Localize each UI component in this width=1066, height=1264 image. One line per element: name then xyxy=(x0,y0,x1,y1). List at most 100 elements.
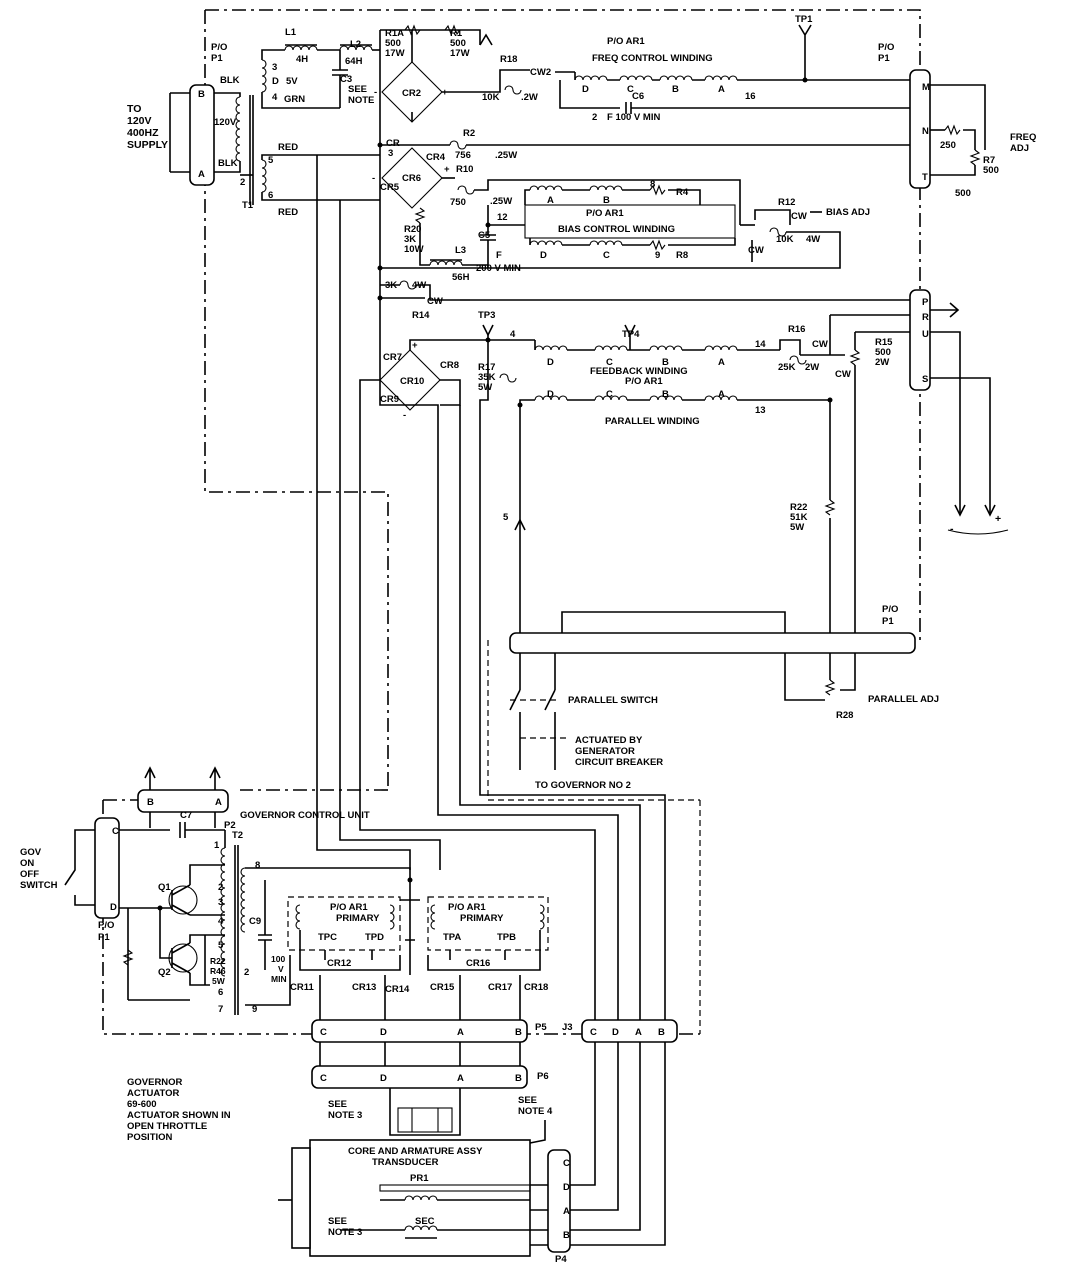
r18-label: R18 xyxy=(500,54,517,65)
r20-3: 10W xyxy=(404,244,424,255)
pw-title: PARALLEL WINDING xyxy=(605,416,700,427)
cw2-label: CW2 xyxy=(530,67,551,78)
inductors-l1-l2: L1 4H L2 64H C3 SEE NOTE xyxy=(284,27,380,108)
p4-label: P4 xyxy=(555,1254,567,1264)
cr13-label: CR13 xyxy=(352,982,376,993)
bias-8: 8 xyxy=(650,179,655,190)
t2-1: 1 xyxy=(214,840,220,851)
c5-label: C5 xyxy=(478,230,491,241)
r20-2: 3K xyxy=(404,234,416,245)
tpb-label: TPB xyxy=(497,932,516,943)
note3b-2: NOTE 3 xyxy=(328,1227,362,1238)
tpd-label: TPD xyxy=(365,932,384,943)
r16-value: 25K xyxy=(778,362,796,373)
note3a-2: NOTE 3 xyxy=(328,1110,362,1121)
c5-volt: 200 V MIN xyxy=(476,263,521,274)
cr9-minus: - xyxy=(403,410,406,421)
actuated-3: CIRCUIT BREAKER xyxy=(575,757,663,768)
p1r-1: P/O xyxy=(878,42,894,53)
c9-label: C9 xyxy=(249,916,261,927)
primary-windings: P/O AR1 PRIMARY P/O AR1 PRIMARY TPC TPD … xyxy=(287,880,549,1020)
r10-label: R10 xyxy=(456,164,473,175)
note4-2: NOTE 4 xyxy=(518,1106,553,1117)
tpc-label: TPC xyxy=(318,932,337,943)
freq-adj-2: ADJ xyxy=(1010,143,1029,154)
p5-c: C xyxy=(320,1027,327,1038)
bias-c: C xyxy=(603,250,610,261)
t1-tap-5: 5 xyxy=(268,155,274,166)
p1g-2: P1 xyxy=(98,932,110,943)
pin-p: P xyxy=(922,297,929,308)
pin-b: B xyxy=(198,89,205,100)
cr4-label: CR4 xyxy=(426,152,446,163)
pin-a: A xyxy=(198,169,205,180)
r15-cw: CW xyxy=(835,369,851,380)
r16-cw: CW xyxy=(812,339,828,350)
neg-terminal: - xyxy=(950,523,954,535)
p1g-1: P/O xyxy=(98,920,114,931)
r16-label: R16 xyxy=(788,324,805,335)
note3a-1: SEE xyxy=(328,1099,347,1110)
p1r-2: P1 xyxy=(878,53,890,64)
freq-adj-1: FREQ xyxy=(1010,132,1036,143)
supply-label-1: TO xyxy=(127,103,141,115)
freq-ar1: P/O AR1 xyxy=(607,36,645,47)
bias-12: 12 xyxy=(497,212,508,223)
c6-label: C6 xyxy=(632,91,644,102)
t2-4: 4 xyxy=(218,916,224,927)
j3-b: B xyxy=(658,1027,665,1038)
parallel-switch: PARALLEL SWITCH xyxy=(568,695,658,706)
r4-label: R4 xyxy=(676,187,689,198)
j3-d: D xyxy=(612,1027,619,1038)
tpa-label: TPA xyxy=(443,932,461,943)
cr3-1: CR xyxy=(386,138,400,149)
r12-label: R12 xyxy=(778,197,795,208)
actuator-6: POSITION xyxy=(127,1132,173,1143)
cr18-label: CR18 xyxy=(524,982,548,993)
actuator-3: 69-600 xyxy=(127,1099,157,1110)
cr6-minus: - xyxy=(372,173,375,184)
p6-d: D xyxy=(380,1073,387,1084)
pin-n: N xyxy=(922,126,929,137)
bias-title: BIAS CONTROL WINDING xyxy=(558,224,675,235)
r15-3: 2W xyxy=(875,357,889,368)
c3-note-2: NOTE xyxy=(348,95,374,106)
c9-v3: MIN xyxy=(271,974,287,984)
q2-label: Q2 xyxy=(158,967,171,978)
bias-9: 9 xyxy=(655,250,660,261)
freq-control-winding: R18 10K .2W CW2 P/O AR1 FREQ CONTROL WIN… xyxy=(480,14,920,123)
t2-5: 5 xyxy=(218,940,224,951)
p1-right-connector: P/O P1 M N T 250 R7 500 500 FREQ ADJ xyxy=(878,42,1036,199)
prim2-1: P/O AR1 xyxy=(448,902,486,913)
r15-2: 500 xyxy=(875,347,891,358)
p6-b: B xyxy=(515,1073,522,1084)
r28-label: R28 xyxy=(836,710,853,721)
cr17-label: CR17 xyxy=(488,982,512,993)
fb-title: FEEDBACK WINDING xyxy=(590,366,688,377)
sec-label: SEC xyxy=(415,1216,435,1227)
parallel-adj: PARALLEL ADJ xyxy=(868,694,939,705)
freq-c: C xyxy=(627,84,634,95)
supply-label-4: SUPPLY xyxy=(127,139,168,151)
r7-label: R7 xyxy=(983,155,995,166)
r8-label: R8 xyxy=(676,250,688,261)
r12-cw: CW xyxy=(791,211,807,222)
pin-r: R xyxy=(922,312,929,323)
r14-cw: CW xyxy=(427,296,443,307)
bridge-cr7-cr10: CR7 + CR8 CR10 CR9 - TP3 R17 35K 5W xyxy=(359,310,517,430)
supply-label-2: 120V xyxy=(127,115,152,127)
actuated-1: ACTUATED BY xyxy=(575,735,643,746)
r1a-1: R1A xyxy=(385,28,404,39)
r10-watt: .25W xyxy=(490,196,512,207)
p4-c: C xyxy=(563,1158,570,1169)
governor-actuator: GOVERNOR ACTUATOR 69-600 ACTUATOR SHOWN … xyxy=(127,1077,571,1264)
p4-b: B xyxy=(563,1230,570,1241)
r1-1: R1 xyxy=(450,28,463,39)
cr5-label: CR5 xyxy=(380,182,400,193)
cr2-label: CR2 xyxy=(402,88,421,99)
t2-9: 9 xyxy=(252,1004,257,1015)
c9-v1: 100 xyxy=(271,954,285,964)
gov-switch-4: SWITCH xyxy=(20,880,58,891)
p6-a: A xyxy=(457,1073,464,1084)
gcu-pin-c: C xyxy=(112,826,119,837)
